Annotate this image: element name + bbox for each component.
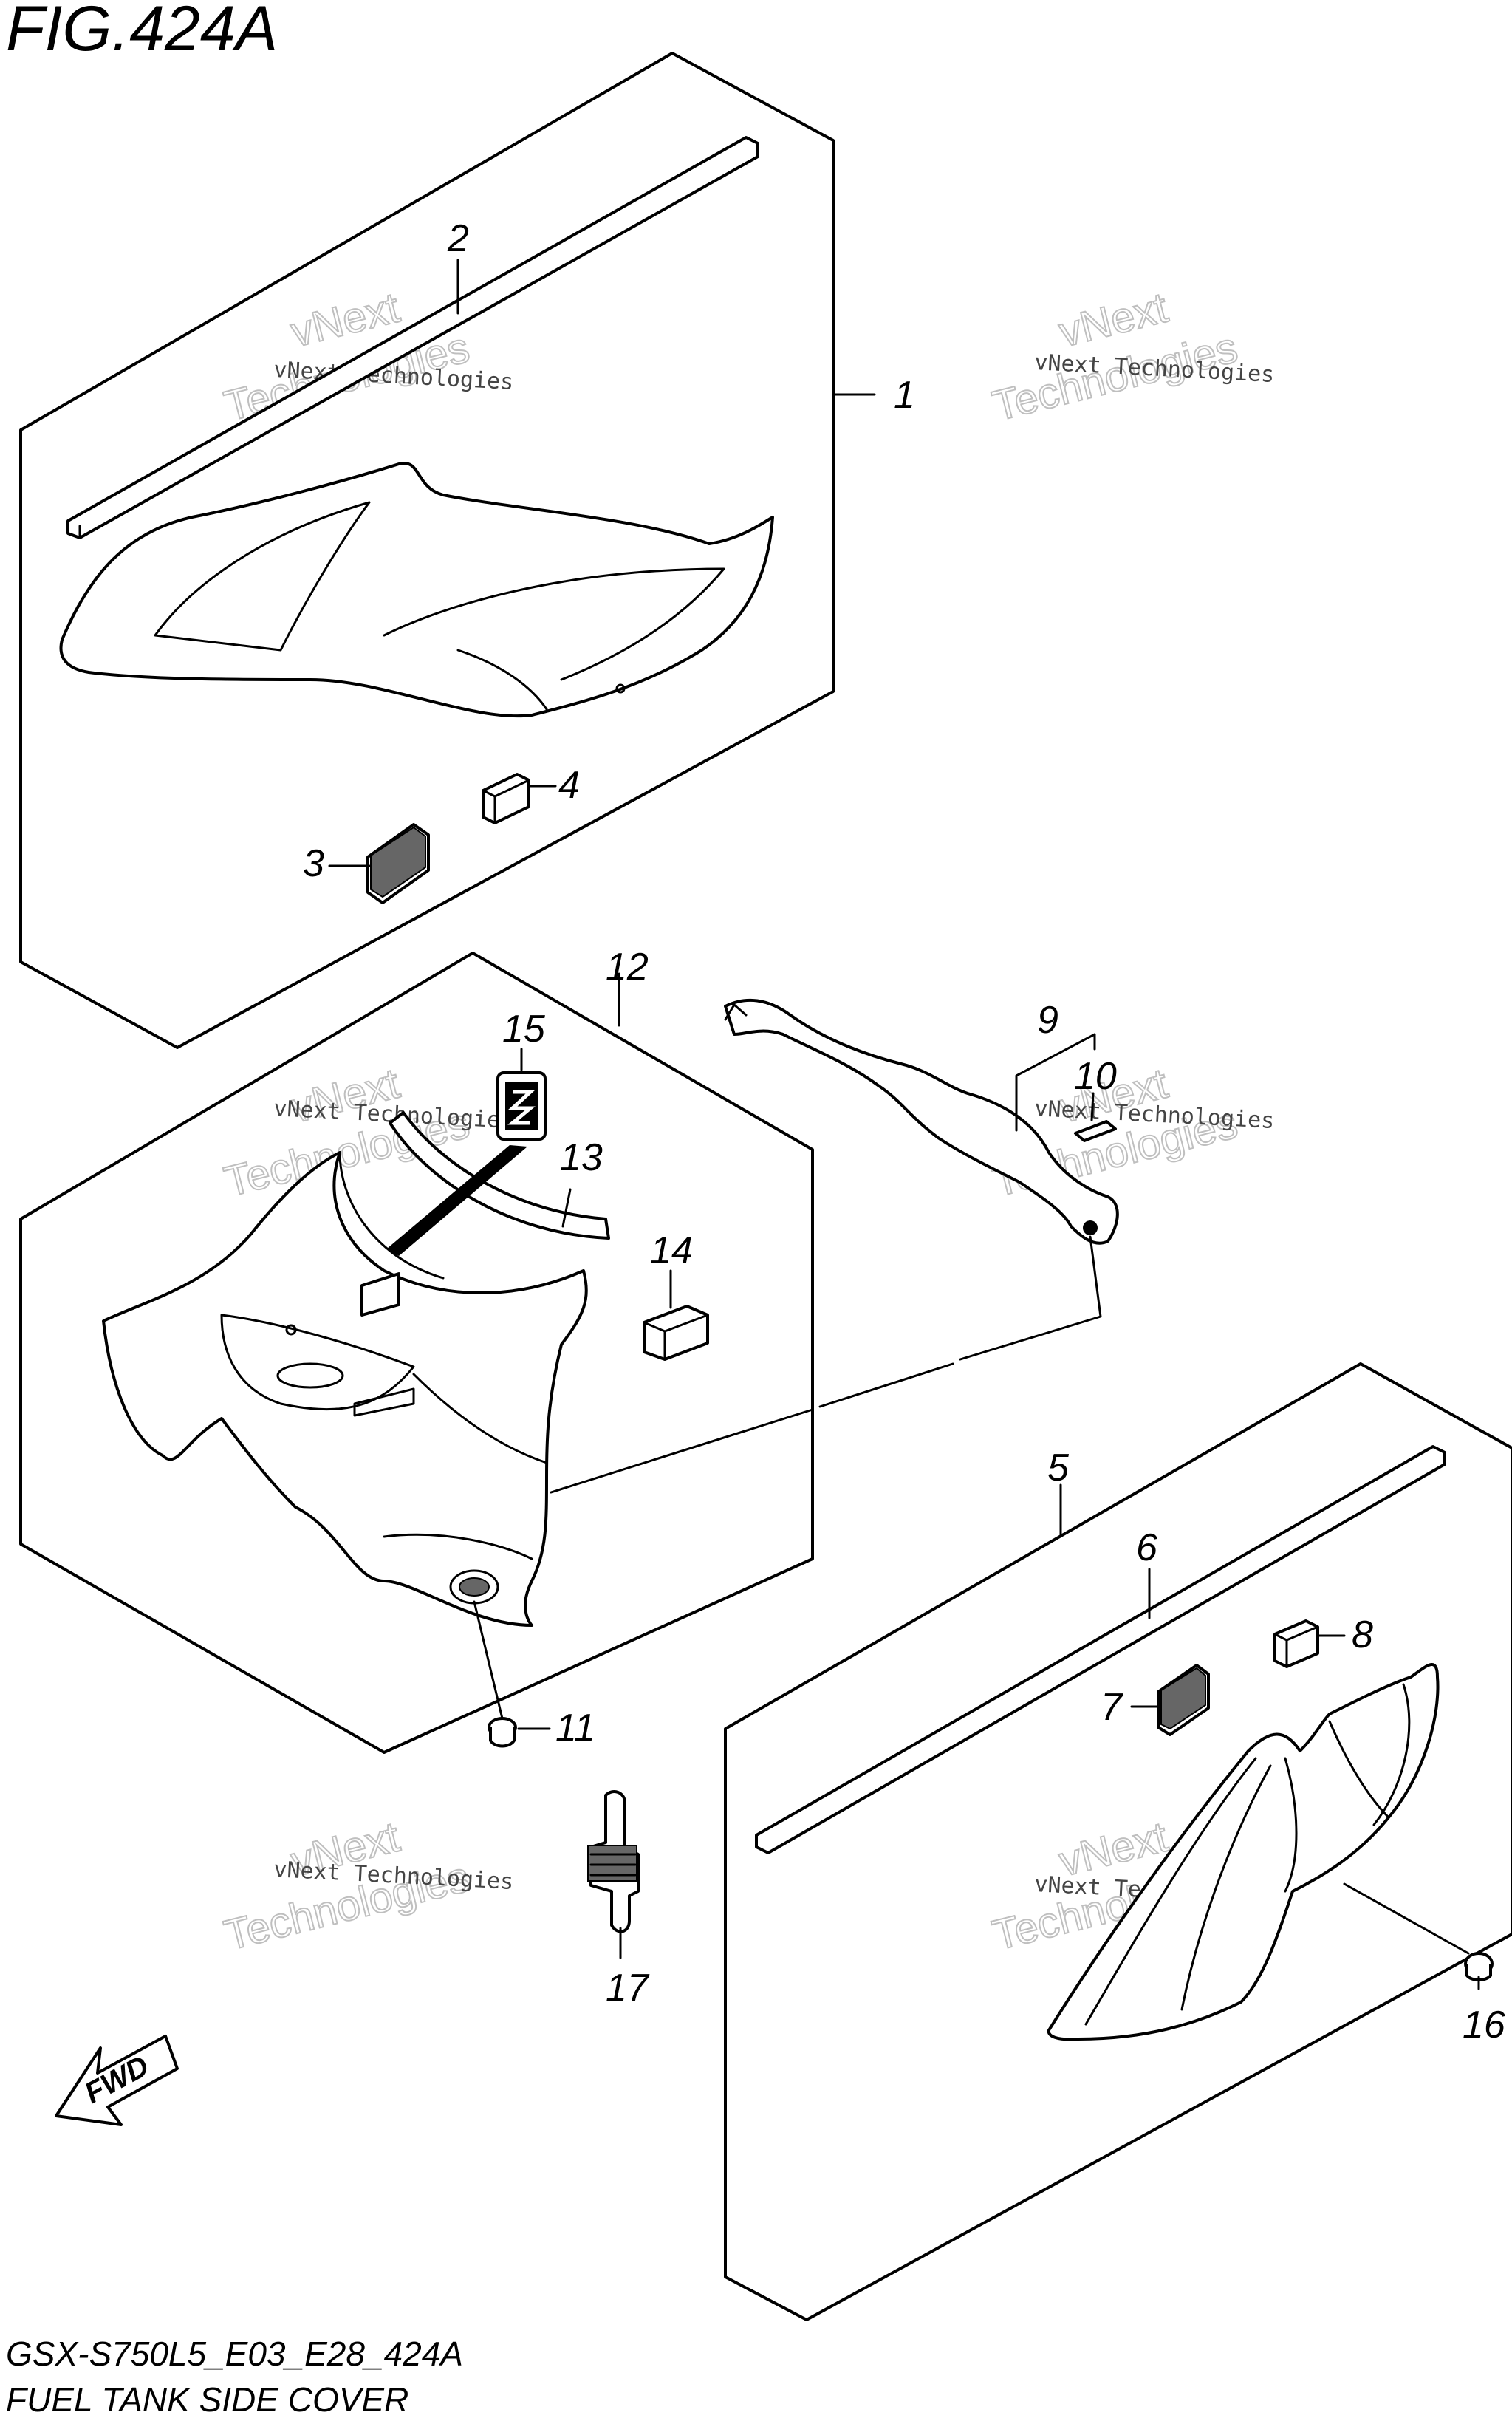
emblem-pointer <box>387 1145 527 1256</box>
callout-7: 7 <box>1101 1686 1123 1729</box>
part-4-pad <box>482 773 530 824</box>
callout-17: 17 <box>606 1967 650 2009</box>
part-12-tank-cover <box>102 1151 588 1627</box>
part-15-emblem <box>496 1071 547 1141</box>
callout-9: 9 <box>1037 999 1058 1042</box>
callout-2: 2 <box>447 217 469 260</box>
callout-5: 5 <box>1047 1447 1070 1489</box>
callout-15: 15 <box>502 1008 546 1051</box>
part-13-strip <box>389 1111 610 1240</box>
callout-1: 1 <box>894 374 915 417</box>
assembly-box-12 <box>19 952 814 1754</box>
leader-16-link <box>1343 1882 1470 1955</box>
part-6-trim-strip <box>755 1445 1446 1854</box>
assembly-box-5 <box>724 1362 1512 2321</box>
callout-10: 10 <box>1074 1055 1117 1098</box>
callout-8: 8 <box>1352 1614 1373 1656</box>
fwd-arrow: FWD <box>55 2035 179 2126</box>
link-line-a <box>959 1235 1102 1361</box>
callout-16: 16 <box>1463 2004 1505 2046</box>
part-8-pad <box>1273 1619 1319 1668</box>
link-line-b <box>818 1362 954 1408</box>
part-2-trim-strip <box>66 136 759 539</box>
callout-13: 13 <box>560 1136 603 1179</box>
callout-4: 4 <box>558 764 580 807</box>
part-7-mesh-pad <box>1157 1664 1210 1736</box>
figure-title: FIG.424A <box>6 0 278 64</box>
part-14-pad <box>643 1305 709 1361</box>
part-17-strap <box>587 1790 640 1933</box>
part-11-screw <box>488 1717 517 1748</box>
leader-10 <box>1090 1092 1095 1121</box>
assembly-box-1 <box>19 52 835 1049</box>
watermark-top-right: Technologies vNext vNext Technologies <box>987 283 1275 431</box>
watermark-bottom-left: Technologies vNext vNext Technologies <box>219 1812 514 1961</box>
section-name: FUEL TANK SIDE COVER <box>6 2380 408 2419</box>
model-code: GSX-S750L5_E03_E28_424A <box>6 2335 463 2373</box>
callout-3: 3 <box>303 842 324 885</box>
leader-9 <box>1015 1033 1096 1092</box>
part-9-bracket <box>724 998 1119 1245</box>
callout-12: 12 <box>606 946 649 988</box>
callout-6: 6 <box>1136 1526 1157 1569</box>
leader-11-link <box>473 1600 504 1720</box>
part-10-clip <box>1074 1120 1117 1142</box>
callout-14: 14 <box>650 1229 693 1272</box>
leader-13 <box>561 1188 572 1228</box>
link-line-c <box>550 1408 814 1494</box>
callout-11: 11 <box>555 1707 595 1749</box>
part-5-side-cover <box>1047 1663 1440 2041</box>
part-1-side-cover <box>59 461 774 718</box>
part-3-mesh-pad <box>366 823 430 904</box>
